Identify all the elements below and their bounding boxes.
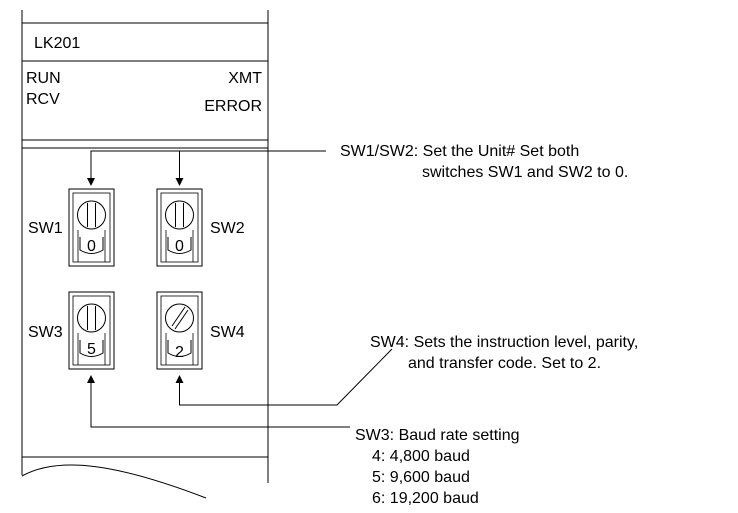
switch-label-sw1: SW1 [28, 220, 63, 237]
rotary-switch-sw2 [156, 188, 203, 267]
switch-value-sw3: 5 [87, 341, 96, 358]
switch-value-sw4: 2 [175, 344, 184, 361]
leader-sw4 [175, 348, 393, 406]
switch-value-sw1: 0 [87, 238, 96, 255]
leader-sw3 [87, 375, 350, 428]
baud-option-5: 5: 9,600 baud [372, 469, 470, 486]
callout-sw12-line1: SW1/SW2: Set the Unit# Set both [340, 143, 579, 160]
unit-break-curve [21, 464, 207, 499]
switch-label-sw4: SW4 [210, 324, 245, 341]
rotary-switch-sw3 [68, 291, 115, 370]
indicator-rcv: RCV [26, 91, 60, 108]
callout-sw3-title: SW3: Baud rate setting [355, 427, 520, 444]
rotary-switch-sw1 [68, 188, 115, 267]
callout-sw12-line2: switches SW1 and SW2 to 0. [422, 164, 628, 181]
baud-option-4: 4: 4,800 baud [372, 448, 470, 465]
switch-label-sw2: SW2 [210, 220, 245, 237]
indicator-run: RUN [26, 70, 61, 87]
indicator-error: ERROR [204, 98, 262, 115]
callout-sw4-line2: and transfer code. Set to 2. [408, 355, 601, 372]
leader-sw1-sw2 [87, 150, 326, 186]
unit-body [21, 10, 269, 499]
indicator-xmt: XMT [228, 70, 262, 87]
baud-option-6: 6: 19,200 baud [372, 490, 479, 507]
switch-value-sw2: 0 [175, 238, 184, 255]
rotary-switch-sw4 [156, 291, 203, 370]
switch-label-sw3: SW3 [28, 324, 63, 341]
callout-sw4-line1: SW4: Sets the instruction level, parity, [370, 334, 638, 351]
model-label: LK201 [34, 35, 80, 52]
